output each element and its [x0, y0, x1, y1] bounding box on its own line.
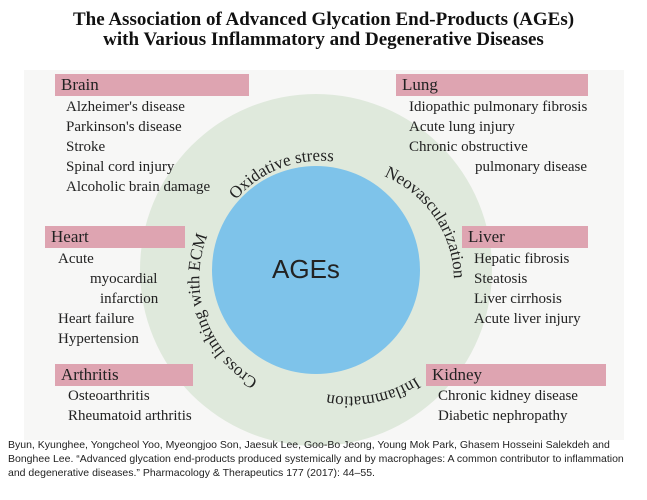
list-item: Hypertension — [58, 331, 139, 347]
list-item: Idiopathic pulmonary fibrosis — [409, 99, 588, 115]
list-item: Rheumatoid arthritis — [68, 408, 192, 424]
list-item: Chronic kidney disease — [438, 388, 578, 404]
core-circle — [212, 166, 420, 374]
list-item: pulmonary disease — [475, 159, 588, 175]
list-item: Heart failure — [58, 311, 135, 327]
list-heart: Acute myocardial infarction Heart failur… — [58, 249, 158, 349]
list-item: Alcoholic brain damage — [66, 179, 211, 195]
figure-title-line-1: The Association of Advanced Glycation En… — [72, 9, 575, 30]
citation: Byun, Kyunghee, Yongcheol Yoo, Myeongjoo… — [8, 439, 624, 479]
list-item: Osteoarthritis — [68, 388, 150, 404]
header-lung: Lung — [396, 74, 588, 96]
list-item: myocardial — [90, 271, 158, 287]
list-item: Steatosis — [474, 271, 528, 287]
list-kidney: Chronic kidney disease Diabetic nephropa… — [438, 386, 578, 426]
header-brain: Brain — [55, 74, 249, 96]
list-item: Acute lung injury — [409, 119, 515, 135]
list-item: Acute liver injury — [474, 311, 581, 327]
list-arthritis: Osteoarthritis Rheumatoid arthritis — [68, 386, 192, 426]
list-brain: Alzheimer's disease Parkinson's disease … — [66, 97, 210, 197]
list-lung: Idiopathic pulmonary fibrosis Acute lung… — [409, 97, 587, 177]
list-item: Chronic obstructive — [409, 139, 528, 155]
list-item: Spinal cord injury — [66, 159, 175, 175]
list-item: Alzheimer's disease — [66, 99, 185, 115]
list-item: Stroke — [66, 139, 106, 155]
list-item: Acute — [58, 251, 94, 267]
list-item: infarction — [100, 291, 159, 307]
header-arthritis: Arthritis — [55, 364, 193, 386]
center-label-ages: AGEs — [272, 254, 340, 284]
list-item: Liver cirrhosis — [474, 291, 562, 307]
list-item: Hepatic fibrosis — [474, 251, 570, 267]
header-liver: Liver — [462, 226, 588, 248]
list-item: Parkinson's disease — [66, 119, 182, 135]
list-liver: Hepatic fibrosis Steatosis Liver cirrhos… — [474, 249, 581, 329]
header-heart: Heart — [45, 226, 185, 248]
header-kidney: Kidney — [426, 364, 606, 386]
list-item: Diabetic nephropathy — [438, 408, 568, 424]
figure-title-line-2: with Various Inflammatory and Degenerati… — [103, 29, 544, 50]
